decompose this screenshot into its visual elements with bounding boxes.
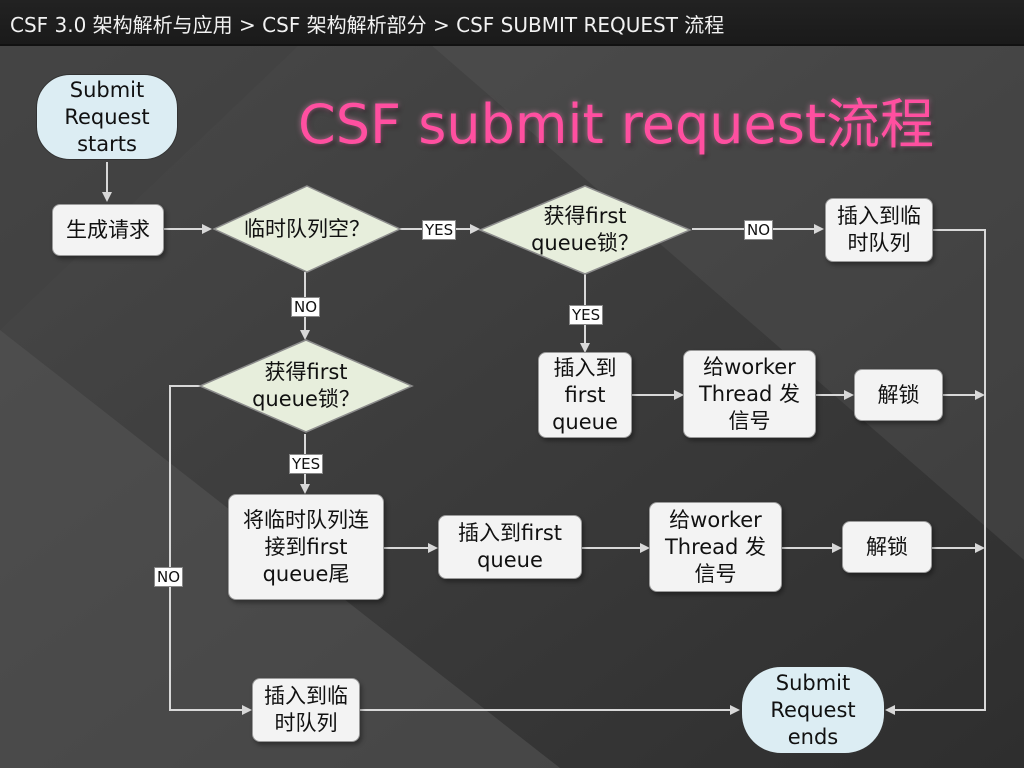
link-temp-queue-label: 将临时队列连 接到first queue尾 <box>243 507 369 586</box>
unlock-box-1: 解锁 <box>854 369 943 421</box>
insert-temp-queue-box-1: 插入到临 时队列 <box>825 198 933 262</box>
generate-request-label: 生成请求 <box>66 217 150 242</box>
edge-label-yes: YES <box>569 305 604 325</box>
insert-first-queue-label-2: 插入到first queue <box>457 521 563 572</box>
get-first-lock-label-1: 获得first queue锁？ <box>531 204 639 255</box>
edge-label-no: NO <box>291 297 321 317</box>
edge-right-bus-end <box>885 229 986 715</box>
edge-getlock2-no-inserttemp2 <box>169 385 252 715</box>
end-terminal: Submit Request ends <box>741 666 885 754</box>
edge-label-yes: YES <box>289 454 324 474</box>
unlock-box-2: 解锁 <box>842 521 932 573</box>
signal-worker-box-1: 给worker Thread 发 信号 <box>683 350 816 438</box>
signal-worker-label-2: 给worker Thread 发 信号 <box>664 507 767 586</box>
breadcrumb: CSF 3.0 架构解析与应用 > CSF 架构解析部分 > CSF SUBMI… <box>10 13 725 37</box>
slide-title: CSF submit request流程 <box>298 93 935 156</box>
header-bar: CSF 3.0 架构解析与应用 > CSF 架构解析部分 > CSF SUBMI… <box>0 0 1024 46</box>
insert-first-queue-box-1: 插入到 first queue <box>538 352 632 438</box>
generate-request-box: 生成请求 <box>52 204 164 256</box>
end-terminal-label: Submit Request ends <box>770 670 856 749</box>
temp-queue-empty-decision: 临时队列空？ <box>212 184 402 274</box>
insert-temp-queue-label-1: 插入到临 时队列 <box>837 204 921 255</box>
unlock-label-1: 解锁 <box>877 382 920 407</box>
edge-label-no: NO <box>744 220 774 240</box>
link-temp-queue-box: 将临时队列连 接到first queue尾 <box>228 494 384 600</box>
insert-first-queue-label-1: 插入到 first queue <box>552 355 618 434</box>
start-terminal-label: Submit Request starts <box>64 77 150 156</box>
insert-temp-queue-label-2: 插入到临 时队列 <box>264 684 348 735</box>
get-first-lock-label-2: 获得first queue锁？ <box>252 360 360 411</box>
signal-worker-label-1: 给worker Thread 发 信号 <box>698 354 801 433</box>
start-terminal: Submit Request starts <box>36 74 178 160</box>
signal-worker-box-2: 给worker Thread 发 信号 <box>649 502 782 592</box>
temp-queue-empty-label: 临时队列空？ <box>244 216 370 241</box>
get-first-lock-decision-2: 获得first queue锁？ <box>198 338 414 434</box>
edge-label-no: NO <box>154 567 184 587</box>
unlock-label-2: 解锁 <box>866 534 908 559</box>
edge-label-yes: YES <box>422 220 457 240</box>
insert-temp-queue-box-2: 插入到临 时队列 <box>252 678 360 742</box>
insert-first-queue-box-2: 插入到first queue <box>438 515 582 579</box>
get-first-lock-decision-1: 获得first queue锁？ <box>478 184 692 276</box>
